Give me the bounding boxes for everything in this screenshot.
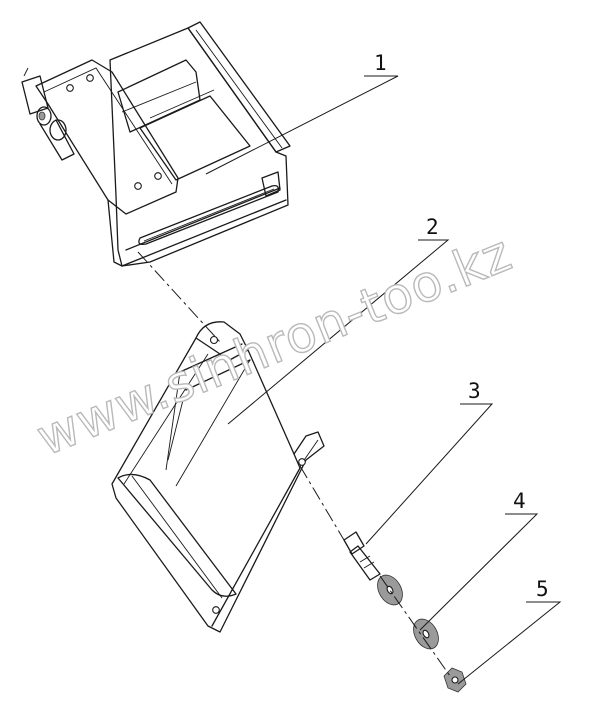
callout-4: 4 — [513, 489, 526, 513]
part-2-lower-frame — [111, 321, 325, 633]
callout-labels: 1 2 3 4 5 — [374, 51, 549, 601]
callout-1: 1 — [374, 51, 387, 75]
part-3-bolt — [343, 531, 381, 581]
assembly-centre-line — [137, 251, 451, 677]
callout-5: 5 — [536, 577, 549, 601]
part-4-washers — [377, 574, 439, 650]
leader-lines — [205, 75, 562, 685]
watermark-text: www.sinhron-too.kz — [29, 224, 520, 467]
callout-3: 3 — [468, 379, 481, 403]
part-1-upper-bracket — [21, 21, 291, 267]
part-5-nut — [443, 667, 467, 693]
callout-2: 2 — [426, 215, 439, 239]
